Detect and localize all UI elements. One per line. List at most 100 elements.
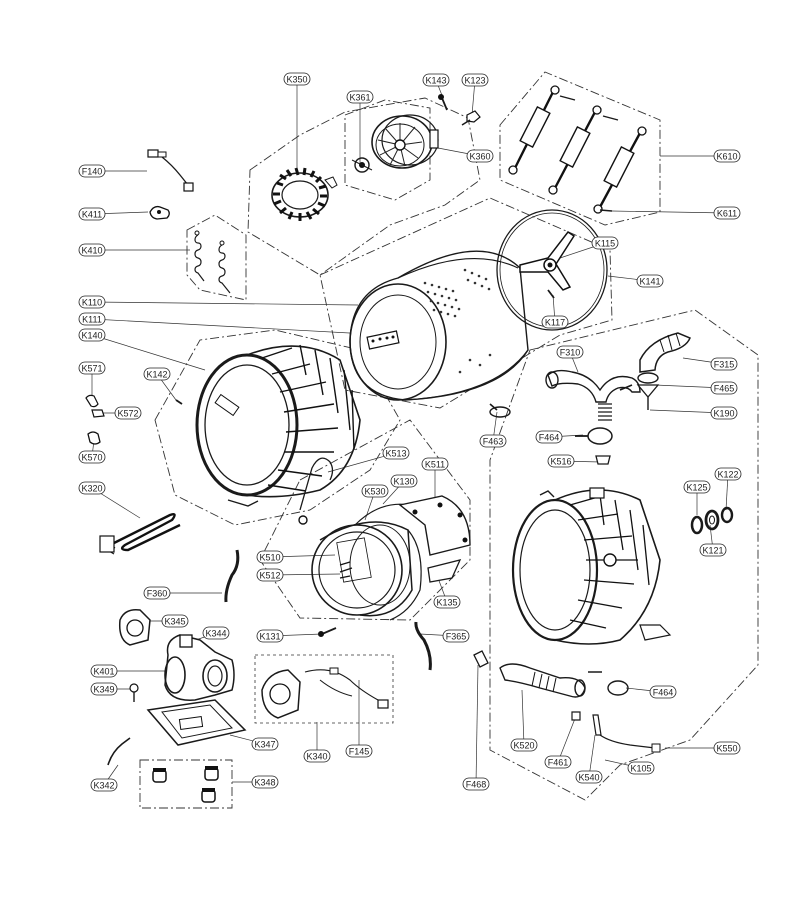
callout-k141: K141 — [636, 274, 664, 288]
callout-label: F360 — [147, 589, 168, 599]
pump-feet-part — [152, 766, 219, 803]
hub-part — [351, 157, 373, 173]
callout-label: K131 — [259, 632, 280, 642]
callout-label: F365 — [446, 632, 467, 642]
callout-frame — [462, 777, 490, 791]
callout-frame — [541, 315, 569, 329]
callout-label: K342 — [93, 781, 114, 791]
callout-f464a: F464 — [535, 430, 563, 444]
callout-label: F461 — [548, 758, 569, 768]
callout-k540: K540 — [575, 770, 603, 784]
callout-f461: F461 — [544, 755, 572, 769]
springs-part — [194, 230, 231, 294]
stator-part — [271, 167, 338, 221]
callout-frame — [256, 550, 284, 564]
callout-label: K130 — [393, 477, 414, 487]
callout-label: K121 — [702, 546, 723, 556]
callout-k122: K122 — [714, 467, 742, 481]
callout-k131: K131 — [256, 629, 284, 643]
callout-k344: K344 — [202, 626, 230, 640]
callout-frame — [575, 770, 603, 784]
callout-label: K360 — [469, 152, 490, 162]
callout-k123: K123 — [461, 73, 489, 87]
callout-k143: K143 — [422, 73, 450, 87]
callout-frame — [710, 406, 738, 420]
callout-k610: K610 — [713, 149, 741, 163]
motor-group-outline — [247, 97, 481, 276]
callout-k611: K611 — [713, 206, 741, 220]
callout-frame — [433, 595, 461, 609]
callout-frame — [479, 434, 507, 448]
rotor-part — [371, 114, 439, 169]
callout-k349: K349 — [90, 682, 118, 696]
small-hose-part — [107, 737, 131, 766]
callout-frame — [556, 345, 584, 359]
drain-hoses-part — [224, 549, 432, 671]
pump-base-part — [146, 699, 247, 746]
callout-k520: K520 — [510, 738, 538, 752]
callout-frame — [90, 778, 118, 792]
callout-k125: K125 — [683, 480, 711, 494]
callout-frame — [78, 312, 106, 326]
callout-k511: K511 — [421, 457, 449, 471]
callout-label: K105 — [630, 764, 651, 774]
callout-frame — [78, 243, 106, 257]
callout-label: K513 — [385, 449, 406, 459]
door-small-parts — [85, 394, 105, 445]
callout-frame — [535, 430, 563, 444]
callout-frame — [251, 737, 279, 751]
callout-label: K530 — [364, 487, 385, 497]
leader-line-k140 — [91, 334, 206, 371]
pump-wiring-box — [254, 654, 394, 724]
callout-k130: K130 — [390, 474, 418, 488]
callout-label: K350 — [286, 75, 307, 85]
callout-k348: K348 — [251, 775, 279, 789]
leader-line-k611 — [611, 210, 728, 214]
callout-k320: K320 — [78, 481, 106, 495]
callout-frame — [78, 328, 106, 342]
callout-label: K512 — [259, 571, 280, 581]
callout-frame — [90, 682, 118, 696]
callout-f365: F365 — [442, 629, 470, 643]
callout-f310: F310 — [556, 345, 584, 359]
callout-k361: K361 — [346, 90, 374, 104]
callout-label: F464 — [539, 433, 560, 443]
callout-k512: K512 — [256, 568, 284, 582]
shock-absorber-group-outline — [499, 71, 661, 226]
callout-label: K347 — [254, 740, 275, 750]
spring-group-outline — [186, 214, 247, 301]
callout-frame — [461, 73, 489, 87]
hub-bolt-box — [344, 99, 431, 201]
callout-label: K410 — [81, 246, 102, 256]
callout-label: F140 — [82, 167, 103, 177]
drum-group-outline — [319, 197, 613, 409]
callout-k142: K142 — [143, 367, 171, 381]
callout-f465: F465 — [710, 381, 738, 395]
callout-label: K610 — [716, 152, 737, 162]
callout-frame — [251, 775, 279, 789]
callout-f464b: F464 — [649, 685, 677, 699]
clip-part — [149, 205, 170, 220]
callout-k513: K513 — [382, 446, 410, 460]
leader-line-f468 — [475, 664, 479, 785]
callout-label: K344 — [205, 629, 226, 639]
callout-frame — [90, 664, 118, 678]
pump-feet-box — [139, 759, 233, 809]
callout-frame — [256, 568, 284, 582]
callout-frame — [713, 206, 741, 220]
callout-label: K611 — [717, 209, 737, 219]
callout-label: K143 — [425, 76, 446, 86]
callout-label: K117 — [545, 318, 565, 328]
callout-k510: K510 — [256, 550, 284, 564]
callout-label: K411 — [82, 210, 102, 220]
callout-frame — [78, 450, 106, 464]
rear-tub-group-outline — [489, 309, 759, 801]
callout-k401: K401 — [90, 664, 118, 678]
callout-f468: F468 — [462, 777, 490, 791]
callout-frame — [202, 626, 230, 640]
callout-f145: F145 — [345, 744, 373, 758]
callout-frame — [466, 149, 494, 163]
callout-frame — [346, 90, 374, 104]
callout-k572: K572 — [114, 406, 142, 420]
